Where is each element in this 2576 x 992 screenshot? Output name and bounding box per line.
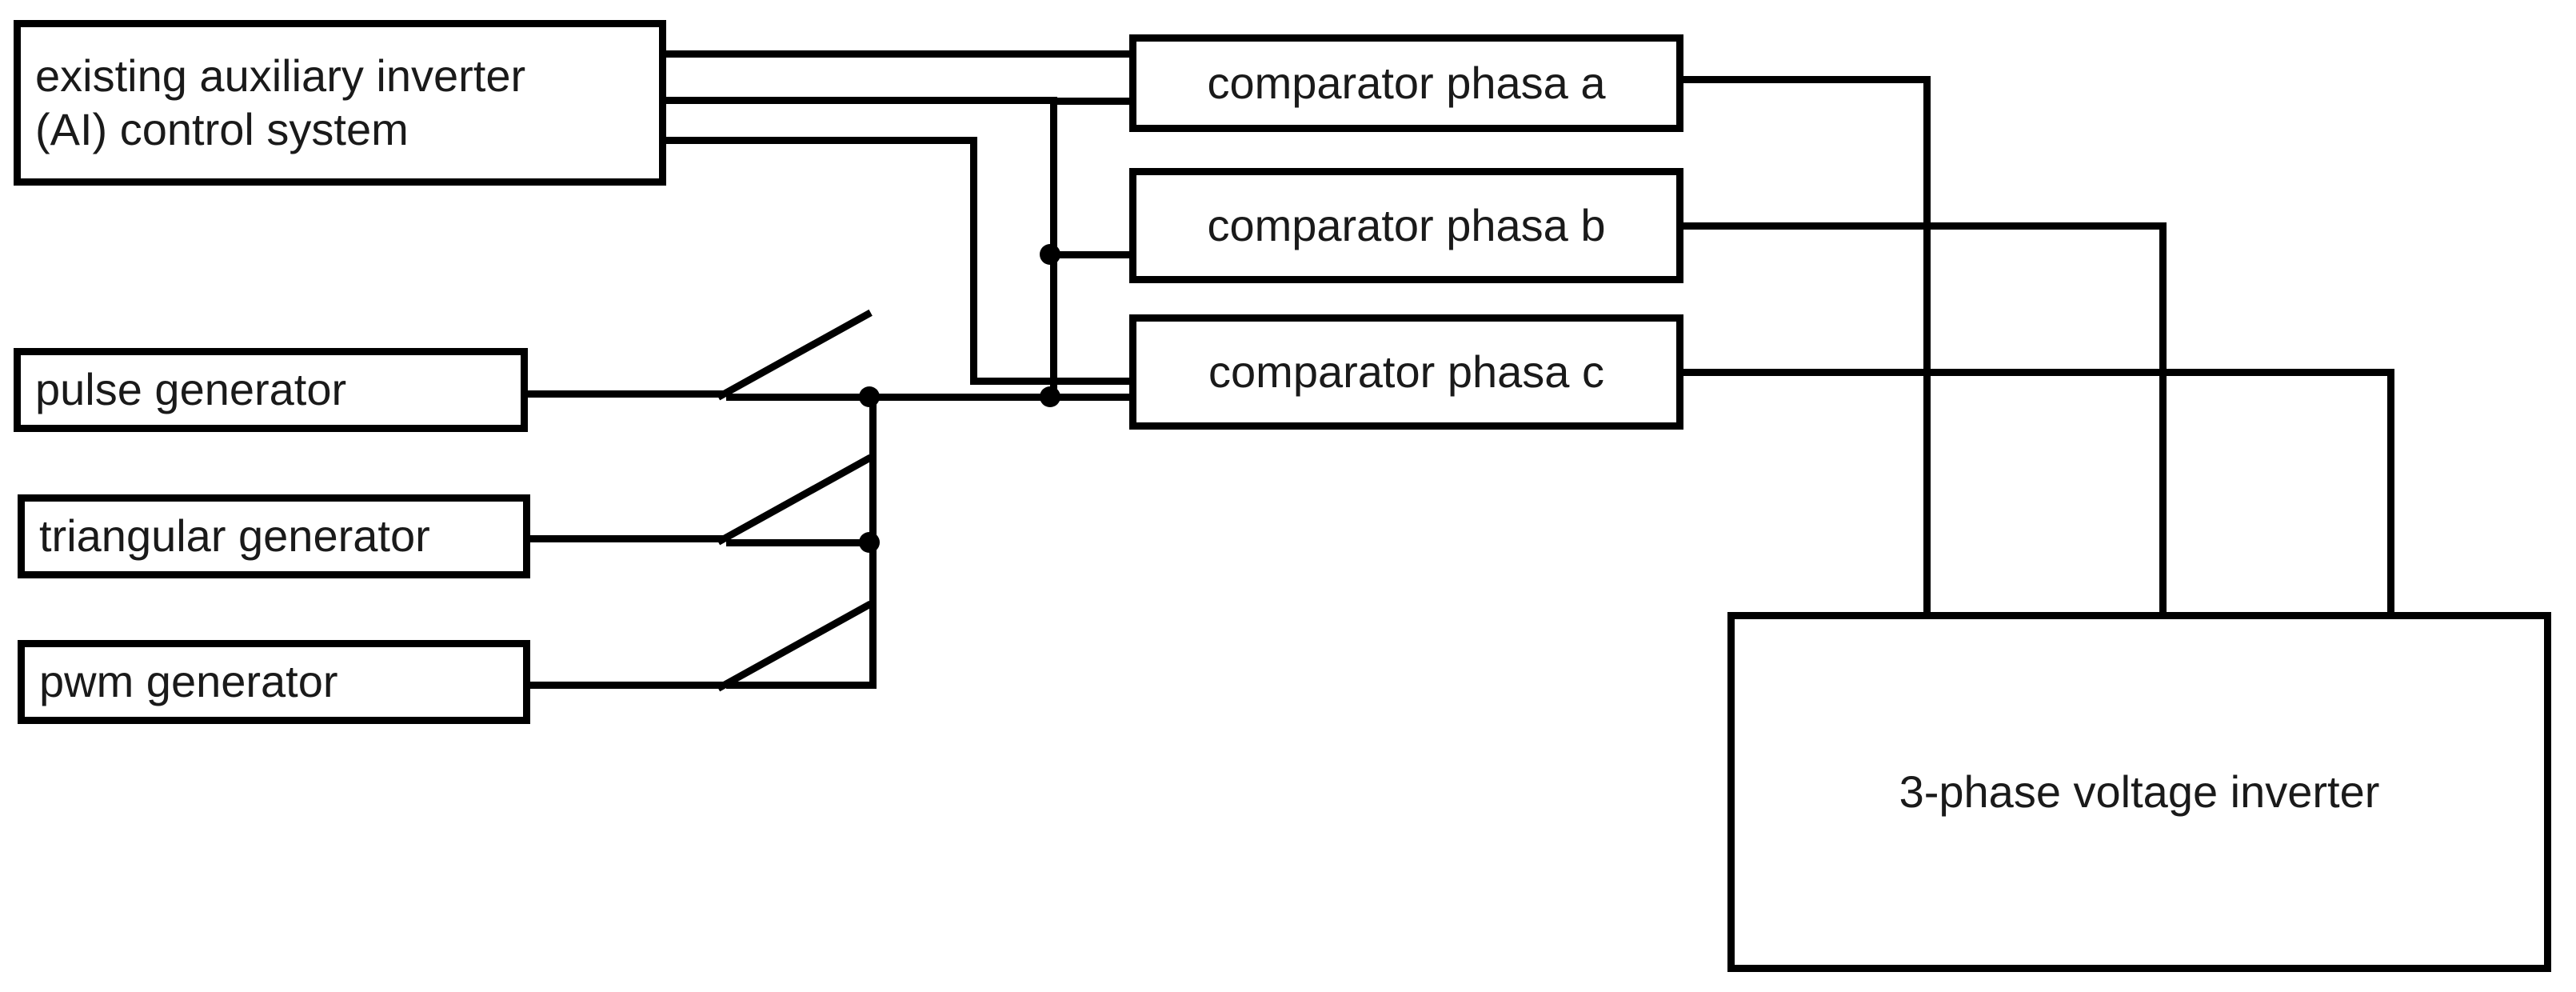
block-label-comparator-phase-b: comparator phasa b — [1207, 199, 1606, 250]
wire-ai-to-comparator-c-segment-3 — [970, 378, 1129, 385]
block-ai-control-system[interactable]: existing auxiliary inverter (AI) control… — [14, 20, 666, 186]
wire-comparator-c-output-vertical — [2387, 369, 2394, 618]
wire-ai-to-comparator-b-segment-1 — [666, 97, 1057, 104]
wire-pulse-generator-output-stub — [528, 390, 724, 398]
wire-ai-to-comparator-b-segment-3 — [1050, 251, 1129, 258]
block-triangular-generator[interactable]: triangular generator — [18, 494, 530, 578]
block-label-triangular-generator: triangular generator — [39, 510, 430, 562]
wire-carrier-to-comparator-a-horizontal — [1050, 98, 1129, 105]
wire-comparator-c-output-horizontal — [1683, 369, 2394, 376]
block-3-phase-voltage-inverter[interactable]: 3-phase voltage inverter — [1727, 612, 2551, 972]
junction-dot-bus-triangular — [859, 532, 880, 553]
block-label-ai-control-system: existing auxiliary inverter (AI) control… — [35, 50, 526, 154]
wire-carrier-to-comparator-c-horizontal — [869, 394, 1129, 401]
wire-ai-to-comparator-a — [666, 50, 1129, 58]
wire-comparator-b-output-horizontal — [1683, 222, 2167, 230]
block-comparator-phase-b[interactable]: comparator phasa b — [1129, 168, 1683, 283]
block-label-comparator-phase-c: comparator phasa c — [1208, 346, 1604, 397]
wire-comparator-a-output-horizontal — [1683, 76, 1931, 83]
block-comparator-phase-a[interactable]: comparator phasa a — [1129, 34, 1683, 132]
block-label-3-phase-voltage-inverter: 3-phase voltage inverter — [1899, 766, 2380, 817]
block-comparator-phase-c[interactable]: comparator phasa c — [1129, 314, 1683, 430]
wire-comparator-b-output-vertical — [2159, 222, 2167, 618]
wire-triangular-generator-output-stub — [530, 535, 724, 542]
wire-ai-to-comparator-c-segment-2 — [970, 137, 977, 385]
junction-dot-bus-pulse — [859, 386, 880, 407]
wire-pwm-switch-to-bus — [726, 682, 873, 689]
block-label-pwm-generator: pwm generator — [39, 656, 338, 707]
wire-ai-to-comparator-c-segment-1 — [666, 137, 977, 144]
block-label-comparator-phase-a: comparator phasa a — [1207, 57, 1606, 108]
pwm-switch-blade[interactable] — [716, 600, 873, 692]
block-pwm-generator[interactable]: pwm generator — [18, 640, 530, 724]
triangular-switch-blade[interactable] — [716, 454, 873, 546]
wire-pwm-generator-output-stub — [530, 682, 724, 689]
block-label-pulse-generator: pulse generator — [35, 364, 347, 415]
block-pulse-generator[interactable]: pulse generator — [14, 348, 528, 432]
junction-dot-comparator-c-input — [1040, 386, 1060, 407]
wire-comparator-a-output-vertical — [1923, 76, 1931, 618]
pulse-switch-blade[interactable] — [716, 309, 873, 401]
wire-triangular-switch-to-bus — [726, 539, 873, 546]
junction-dot-comparator-b-input — [1040, 244, 1060, 265]
